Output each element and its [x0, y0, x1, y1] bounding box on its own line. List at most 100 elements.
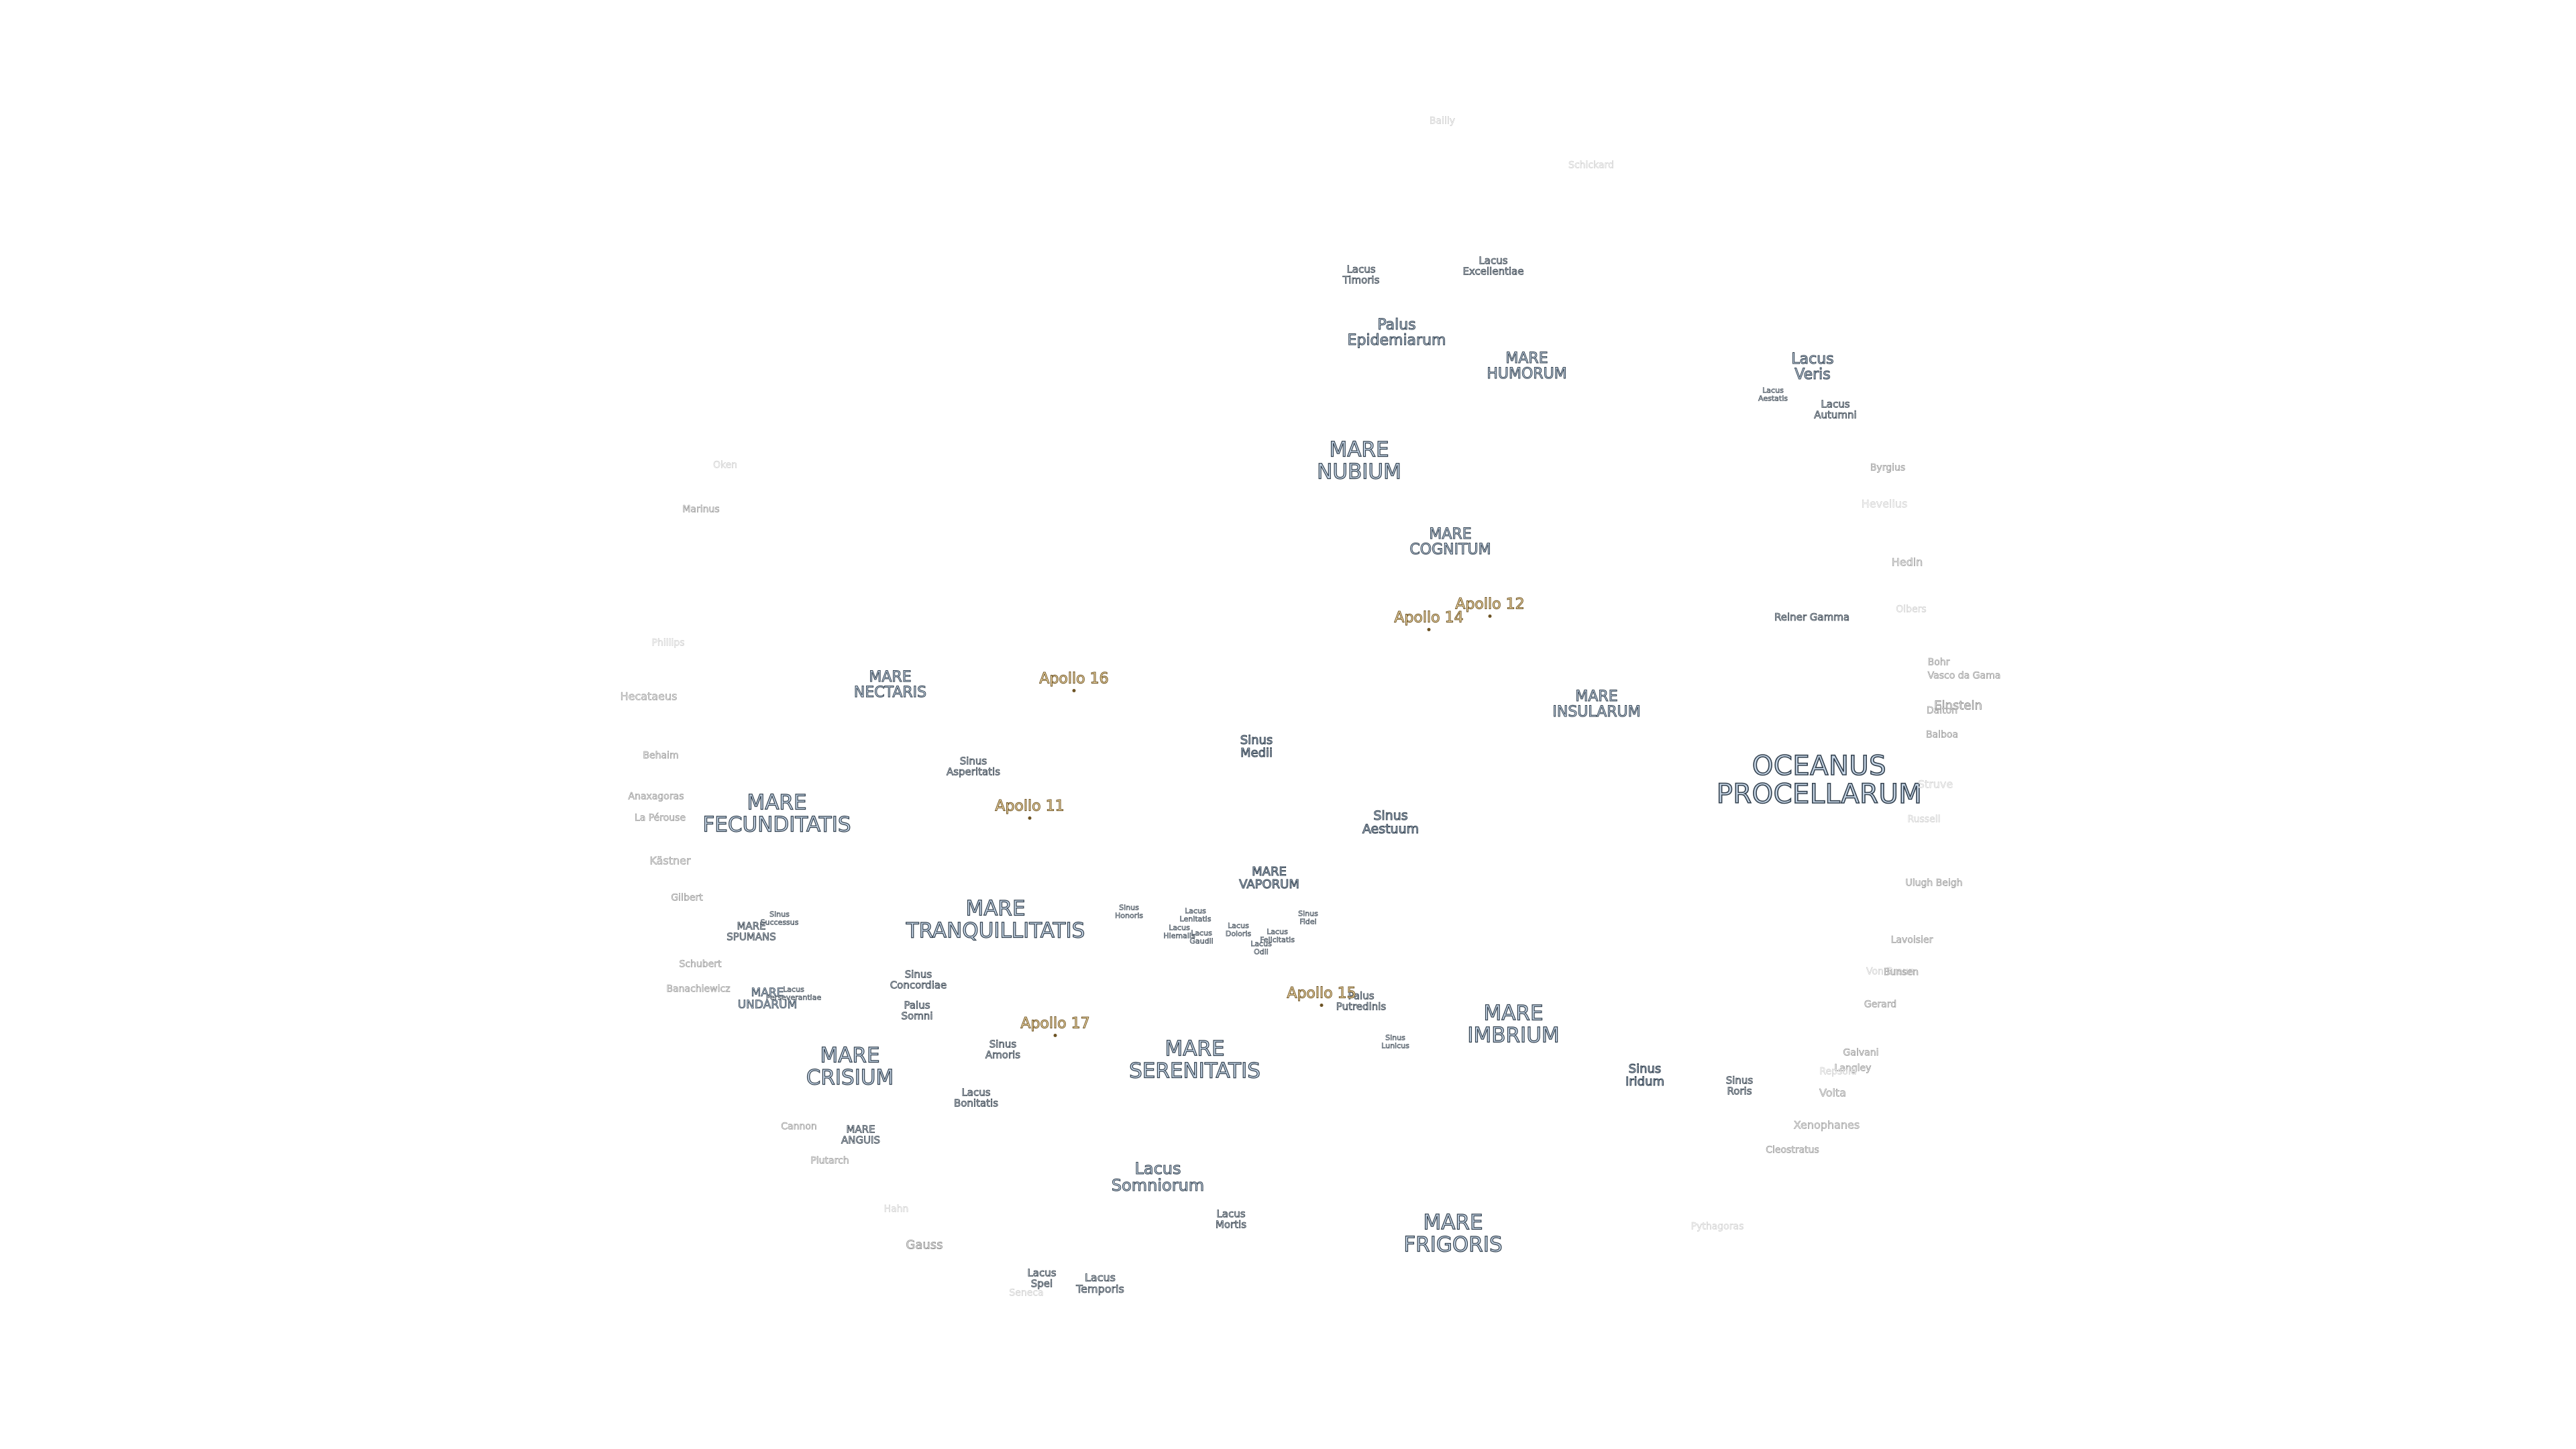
- crater-oken-label[interactable]: Oken: [712, 460, 738, 471]
- sinus-honoris-label[interactable]: Sinus Honoris: [1114, 903, 1144, 920]
- oceanus-procellarum-label[interactable]: OCEANUS PROCELLARUM: [1716, 751, 1923, 810]
- crater-ulugh-beigh-label[interactable]: Ulugh Beigh: [1905, 877, 1963, 889]
- lacus-mortis-label[interactable]: Lacus Mortis: [1215, 1208, 1247, 1230]
- crater-vasco-da-gama-label[interactable]: Vasco da Gama: [1927, 670, 2001, 682]
- lacus-autumni-label[interactable]: Lacus Autumni: [1814, 398, 1857, 421]
- crater-dalton-label[interactable]: Dalton: [1926, 705, 1958, 716]
- crater-byrgius-label[interactable]: Byrgius: [1870, 462, 1906, 474]
- apollo-16-marker[interactable]: [1072, 689, 1076, 692]
- crater-xenophanes-label[interactable]: Xenophanes: [1793, 1118, 1860, 1132]
- crater-marinus-label[interactable]: Marinus: [682, 504, 720, 515]
- mare-tranquillitatis-label[interactable]: MARE TRANQUILLITATIS: [906, 896, 1085, 943]
- lacus-excellentiae-label[interactable]: Lacus Excellentiae: [1462, 254, 1524, 277]
- crater-hevelius-label[interactable]: Hevelius: [1861, 497, 1908, 511]
- apollo-16-label[interactable]: Apollo 16: [1039, 670, 1109, 688]
- crater-olbers-label[interactable]: Olbers: [1896, 604, 1927, 615]
- apollo-12-label[interactable]: Apollo 12: [1455, 596, 1525, 613]
- sinus-amoris-label[interactable]: Sinus Amoris: [985, 1038, 1021, 1061]
- apollo-15-marker[interactable]: [1320, 1004, 1324, 1007]
- mare-vaporum-label[interactable]: MARE VAPORUM: [1239, 865, 1300, 892]
- crater-hecataeus-label[interactable]: Hecataeus: [620, 690, 678, 703]
- crater-volta-label[interactable]: Volta: [1819, 1086, 1847, 1099]
- apollo-12-marker[interactable]: [1488, 614, 1492, 618]
- crater-einstein-label[interactable]: Einstein: [1934, 698, 1982, 713]
- mare-cognitum-label[interactable]: MARE COGNITUM: [1409, 525, 1491, 558]
- crater-langley-label[interactable]: Langley: [1834, 1063, 1872, 1074]
- crater-galvani-label[interactable]: Galvani: [1843, 1047, 1879, 1059]
- crater-gilbert-label[interactable]: Gilbert: [671, 892, 703, 904]
- crater-balboa-label[interactable]: Balboa: [1925, 729, 1959, 741]
- sinus-aestuum-label[interactable]: Sinus Aestuum: [1362, 808, 1419, 837]
- mare-frigoris-label[interactable]: MARE FRIGORIS: [1403, 1210, 1503, 1256]
- apollo-17-label[interactable]: Apollo 17: [1020, 1015, 1090, 1032]
- lacus-perseverantiae-label[interactable]: Lacus Perseverantiae: [765, 985, 822, 1002]
- apollo-15-label[interactable]: Apollo 15: [1287, 985, 1356, 1002]
- crater-gauss-label[interactable]: Gauss: [906, 1238, 943, 1252]
- crater-kastner-label[interactable]: Kästner: [649, 854, 691, 867]
- mare-anguis-label[interactable]: MARE ANGUIS: [841, 1123, 881, 1146]
- mare-imbrium-label[interactable]: MARE IMBRIUM: [1467, 1001, 1560, 1047]
- lacus-felicitatis-label[interactable]: Lacus Felicitatis: [1260, 927, 1295, 944]
- reiner-gamma-label[interactable]: Reiner Gamma: [1774, 611, 1850, 624]
- crater-struve-label[interactable]: Struve: [1917, 777, 1953, 791]
- sinus-roris-label[interactable]: Sinus Roris: [1725, 1074, 1754, 1097]
- crater-banachiewicz-label[interactable]: Banachiewicz: [666, 983, 731, 995]
- crater-repsold-label[interactable]: Repsold: [1819, 1066, 1857, 1077]
- mare-serenitatis-label[interactable]: MARE SERENITATIS: [1128, 1036, 1260, 1083]
- crater-schickard-label[interactable]: Schickard: [1568, 160, 1614, 171]
- lacus-hiemalis-label[interactable]: Lacus Hiemalis: [1163, 923, 1195, 940]
- crater-la-perouse-label[interactable]: La Pérouse: [634, 812, 686, 824]
- crater-hahn-label[interactable]: Hahn: [883, 1203, 909, 1215]
- apollo-14-marker[interactable]: [1427, 628, 1431, 631]
- crater-anaxagoras-label[interactable]: Anaxagoras: [628, 791, 684, 802]
- crater-bunsen-label[interactable]: Bunsen: [1883, 967, 1919, 978]
- mare-nubium-label[interactable]: MARE NUBIUM: [1317, 437, 1402, 484]
- sinus-successus-label[interactable]: Sinus Successus: [760, 910, 799, 926]
- crater-von-braun-label[interactable]: Von Braun: [1866, 966, 1915, 977]
- apollo-11-label[interactable]: Apollo 11: [995, 798, 1065, 815]
- lacus-somniorum-label[interactable]: Lacus Somniorum: [1111, 1159, 1205, 1195]
- palus-somni-label[interactable]: Palus Somni: [901, 999, 933, 1022]
- lacus-bonitatis-label[interactable]: Lacus Bonitatis: [953, 1086, 999, 1109]
- apollo-11-marker[interactable]: [1028, 816, 1032, 820]
- mare-nectaris-label[interactable]: MARE NECTARIS: [853, 668, 927, 701]
- crater-bohr-label[interactable]: Bohr: [1927, 657, 1950, 668]
- palus-putredinis-label[interactable]: Palus Putredinis: [1336, 989, 1387, 1012]
- palus-epidemiarum-label[interactable]: Palus Epidemiarum: [1347, 316, 1446, 349]
- crater-behaim-label[interactable]: Behaim: [643, 750, 679, 761]
- apollo-17-marker[interactable]: [1053, 1034, 1057, 1037]
- mare-undarum-label[interactable]: MARE UNDARUM: [737, 986, 798, 1012]
- crater-cleostratus-label[interactable]: Cleostratus: [1766, 1144, 1819, 1156]
- sinus-fidei-label[interactable]: Sinus Fidei: [1298, 909, 1318, 926]
- sinus-medii-label[interactable]: Sinus Medii: [1240, 733, 1273, 760]
- crater-phillips-label[interactable]: Phillips: [651, 637, 685, 649]
- lacus-odii-label[interactable]: Lacus Odii: [1250, 939, 1272, 956]
- sinus-asperitatis-label[interactable]: Sinus Asperitatis: [946, 755, 1001, 777]
- crater-hedin-label[interactable]: Hedin: [1891, 555, 1923, 569]
- sinus-concordiae-label[interactable]: Sinus Concordiae: [890, 968, 947, 991]
- sinus-iridum-label[interactable]: Sinus Iridum: [1625, 1062, 1665, 1089]
- crater-bailly-label[interactable]: Bailly: [1429, 115, 1456, 127]
- lacus-temporis-label[interactable]: Lacus Temporis: [1076, 1271, 1125, 1295]
- lacus-aestatis-label[interactable]: Lacus Aestatis: [1758, 386, 1788, 402]
- apollo-14-label[interactable]: Apollo 14: [1394, 609, 1464, 627]
- mare-humorum-label[interactable]: MARE HUMORUM: [1487, 350, 1567, 382]
- mare-spumans-label[interactable]: MARE SPUMANS: [727, 920, 776, 943]
- mare-crisium-label[interactable]: MARE CRISIUM: [806, 1043, 894, 1089]
- crater-plutarch-label[interactable]: Plutarch: [810, 1155, 849, 1167]
- sinus-lunicus-label[interactable]: Sinus Lunicus: [1381, 1033, 1409, 1050]
- lacus-doloris-label[interactable]: Lacus Doloris: [1225, 921, 1252, 938]
- lacus-gaudii-label[interactable]: Lacus Gaudii: [1189, 928, 1214, 945]
- mare-insularum-label[interactable]: MARE INSULARUM: [1552, 688, 1641, 720]
- lacus-timoris-label[interactable]: Lacus Timoris: [1342, 263, 1380, 286]
- crater-seneca-label[interactable]: Seneca: [1009, 1287, 1044, 1299]
- lacus-veris-label[interactable]: Lacus Veris: [1791, 350, 1834, 383]
- crater-pythagoras-label[interactable]: Pythagoras: [1690, 1221, 1744, 1232]
- lacus-spei-label[interactable]: Lacus Spei: [1027, 1267, 1057, 1289]
- crater-schubert-label[interactable]: Schubert: [679, 959, 722, 970]
- lacus-lenitatis-label[interactable]: Lacus Lenitatis: [1179, 906, 1212, 923]
- crater-russell-label[interactable]: Russell: [1907, 814, 1941, 825]
- crater-cannon-label[interactable]: Cannon: [781, 1121, 817, 1132]
- crater-lavoisier-label[interactable]: Lavoisier: [1890, 934, 1933, 946]
